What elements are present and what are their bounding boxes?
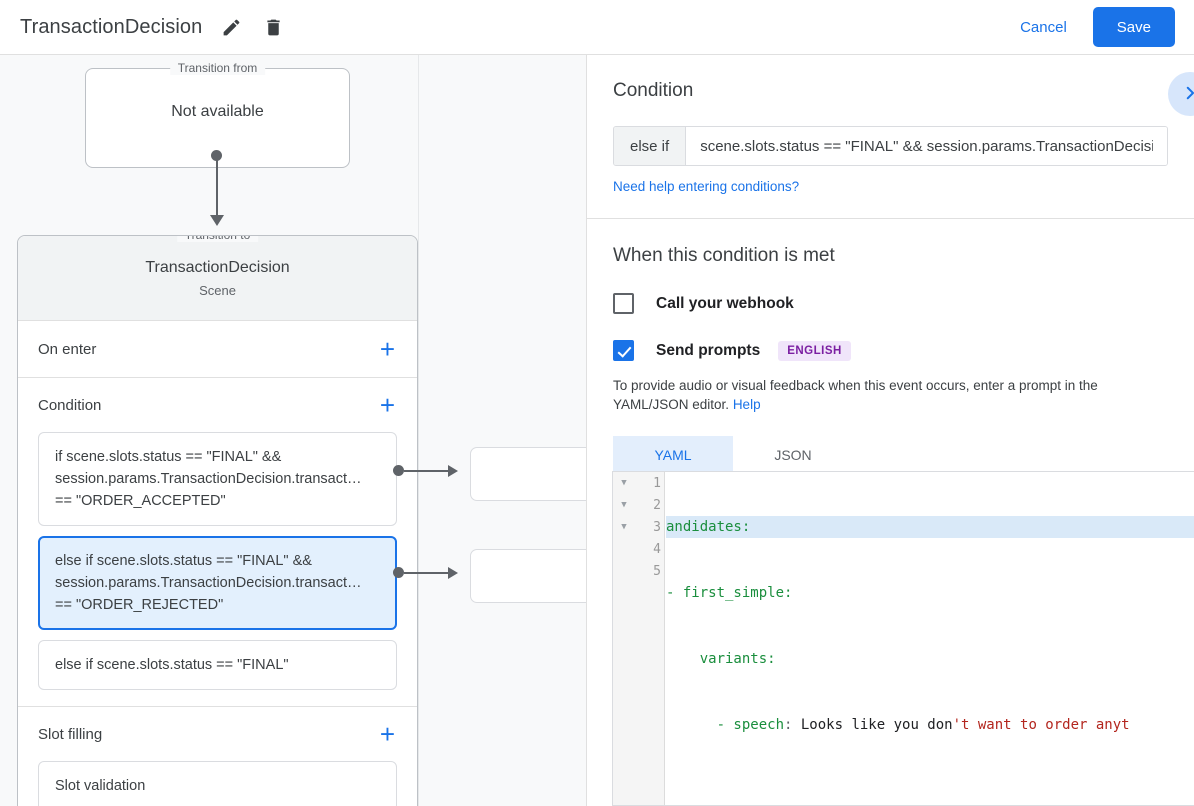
gutter-row-5[interactable]: 5	[613, 560, 664, 582]
delete-button[interactable]	[258, 12, 288, 42]
when-condition-met-title: When this condition is met	[613, 245, 835, 266]
scene-graph-pane: Transition from Not available Transition…	[0, 55, 586, 806]
fold-caret-icon-3[interactable]: ▼	[621, 522, 627, 532]
section-on-enter: On enter +	[18, 321, 417, 378]
editor-format-tabs: YAML JSON	[613, 436, 1168, 473]
slot-validation-card[interactable]: Slot validation	[38, 761, 397, 806]
chevron-right-icon	[1181, 84, 1194, 105]
gutter-row-2[interactable]: ▼ 2	[613, 494, 664, 516]
code-line-1[interactable]: andidates:	[666, 516, 1194, 538]
page-title: TransactionDecision	[20, 15, 203, 38]
add-slot-filling-button[interactable]: +	[379, 719, 395, 749]
call-webhook-checkbox[interactable]	[613, 293, 634, 314]
add-on-enter-button[interactable]: +	[379, 334, 395, 364]
line-number-5: 5	[653, 563, 661, 579]
fold-caret-icon-1[interactable]: ▼	[621, 478, 627, 488]
condition-1-connector-dot	[393, 567, 404, 578]
next-panel-button[interactable]	[1168, 72, 1194, 116]
condition-editor-block: Condition else if Need help entering con…	[587, 55, 1194, 219]
scene-header[interactable]: TransactionDecision Scene	[18, 236, 417, 321]
when-condition-met-block: When this condition is met Call your web…	[587, 219, 1194, 473]
pencil-icon	[221, 17, 242, 38]
code-line-3[interactable]: variants:	[666, 648, 1194, 670]
condition-input-row: else if	[613, 126, 1168, 166]
line-number-1: 1	[653, 475, 661, 491]
condition-help-link[interactable]: Need help entering conditions?	[613, 179, 800, 194]
section-on-enter-label: On enter	[38, 340, 97, 358]
condition-section-title: Condition	[613, 80, 694, 101]
transition-to-node: Transition to TransactionDecision Scene …	[17, 235, 418, 806]
code-line-4[interactable]: - speech: Looks like you don't want to o…	[666, 717, 1130, 733]
tab-yaml[interactable]: YAML	[613, 436, 733, 473]
send-prompts-label: Send prompts	[656, 341, 761, 359]
condition-0-target-node[interactable]	[470, 447, 586, 501]
graph-pane-divider	[418, 55, 419, 806]
scene-name: TransactionDecision	[145, 258, 290, 276]
cancel-button[interactable]: Cancel	[1006, 10, 1081, 45]
scene-type: Scene	[199, 282, 236, 298]
save-button[interactable]: Save	[1092, 7, 1175, 47]
add-condition-button[interactable]: +	[379, 390, 395, 420]
condition-prefix-label: else if	[614, 127, 687, 165]
section-condition: Condition + if scene.slots.status == "FI…	[18, 378, 417, 707]
transition-from-legend: Transition from	[169, 61, 266, 75]
prompts-helper-sentence: To provide audio or visual feedback when…	[613, 378, 1098, 412]
edit-button[interactable]	[216, 12, 246, 42]
tab-json[interactable]: JSON	[733, 436, 853, 473]
condition-card-1[interactable]: else if scene.slots.status == "FINAL" &&…	[38, 536, 397, 630]
condition-0-connector-line	[404, 470, 452, 472]
editor-gutter: ▼ 1 ▼ 2 ▼ 3 4 5	[613, 472, 665, 805]
fold-caret-icon-2[interactable]: ▼	[621, 500, 627, 510]
condition-card-0[interactable]: if scene.slots.status == "FINAL" && sess…	[38, 432, 397, 526]
top-app-bar: TransactionDecision Cancel Save	[0, 0, 1194, 55]
section-condition-header: Condition +	[38, 378, 397, 432]
condition-expression-input[interactable]	[686, 127, 1167, 165]
connector-line-from-to	[216, 155, 218, 221]
editor-code-area[interactable]: andidates: - first_simple: variants: - s…	[666, 472, 1194, 805]
section-slot-filling-header: Slot filling +	[38, 707, 397, 761]
section-on-enter-header: On enter +	[38, 321, 397, 377]
line-number-2: 2	[653, 497, 661, 513]
trash-icon	[263, 17, 284, 38]
condition-1-connector-line	[404, 572, 452, 574]
code-line-3-text: variants:	[666, 651, 776, 667]
condition-0-connector-dot	[393, 465, 404, 476]
transition-to-legend: Transition to	[176, 236, 259, 242]
code-line-1-text: andidates:	[666, 519, 751, 535]
prompts-help-link[interactable]: Help	[732, 397, 761, 412]
yaml-code-editor[interactable]: ▼ 1 ▼ 2 ▼ 3 4 5 andidates: - first_simpl…	[612, 471, 1194, 806]
condition-1-target-node[interactable]	[470, 549, 586, 603]
code-line-5[interactable]	[666, 780, 1194, 802]
section-slot-filling-label: Slot filling	[38, 725, 103, 743]
line-number-4: 4	[653, 541, 661, 557]
language-badge: ENGLISH	[778, 340, 851, 361]
condition-0-connector-arrow	[448, 465, 458, 477]
section-slot-filling: Slot filling + Slot validation	[18, 707, 417, 806]
send-prompts-row: Send prompts ENGLISH	[613, 340, 1168, 361]
transition-from-value: Not available	[171, 103, 264, 120]
condition-1-connector-arrow	[448, 567, 458, 579]
gutter-row-4[interactable]: 4	[613, 538, 664, 560]
connector-arrow-from-to	[210, 215, 224, 226]
code-line-2[interactable]: - first_simple:	[666, 582, 1194, 604]
code-line-2-text: - first_simple:	[666, 585, 793, 601]
webhook-row: Call your webhook	[613, 293, 1168, 314]
condition-card-2[interactable]: else if scene.slots.status == "FINAL"	[38, 640, 397, 690]
section-condition-label: Condition	[38, 396, 102, 414]
line-number-3: 3	[653, 519, 661, 535]
prompts-helper-text: To provide audio or visual feedback when…	[613, 376, 1168, 414]
call-webhook-label: Call your webhook	[656, 294, 794, 312]
send-prompts-checkbox[interactable]	[613, 340, 634, 361]
gutter-row-3[interactable]: ▼ 3	[613, 516, 664, 538]
gutter-row-1[interactable]: ▼ 1	[613, 472, 664, 494]
